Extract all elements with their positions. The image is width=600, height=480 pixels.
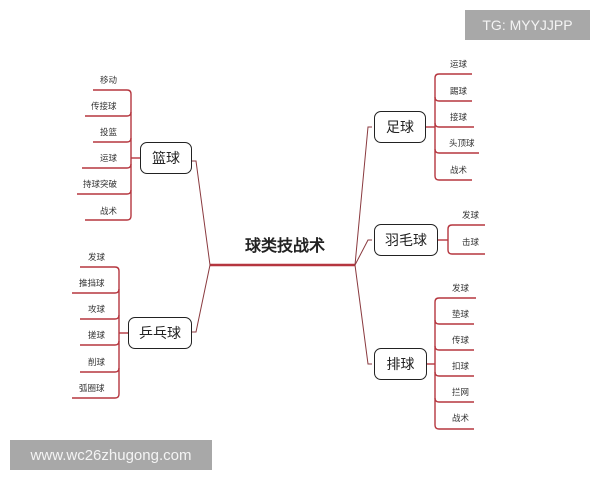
branch-football[interactable]: 足球: [374, 111, 426, 143]
leaf-volleyball-2: 垫球: [452, 310, 470, 320]
leaf-tabletennis-5: 削球: [88, 358, 106, 368]
leaf-football-1: 运球: [450, 60, 468, 70]
branch-volleyball[interactable]: 排球: [374, 348, 427, 380]
leaf-basketball-2: 传接球: [91, 102, 117, 112]
branch-basketball[interactable]: 篮球: [140, 142, 192, 174]
leaf-basketball-4: 运球: [100, 154, 118, 164]
branch-table-tennis[interactable]: 乒乓球: [128, 317, 192, 349]
leaf-basketball-5: 持球突破: [83, 180, 118, 190]
branch-badminton[interactable]: 羽毛球: [374, 224, 438, 256]
root-topic: 球类技战术: [244, 236, 325, 255]
leaf-tabletennis-6: 弧圈球: [79, 384, 105, 394]
leaf-basketball-1: 移动: [100, 76, 118, 86]
leaf-tabletennis-1: 发球: [88, 253, 106, 263]
leaf-tabletennis-4: 搓球: [88, 331, 106, 341]
leaf-badminton-2: 击球: [462, 238, 480, 248]
leaf-tabletennis-3: 攻球: [88, 305, 106, 315]
leaf-tabletennis-2: 推挡球: [79, 279, 105, 289]
leaf-badminton-1: 发球: [462, 211, 480, 221]
leaf-football-5: 战术: [450, 166, 468, 176]
leaf-volleyball-5: 拦网: [452, 388, 470, 398]
leaf-volleyball-4: 扣球: [452, 362, 470, 372]
leaf-basketball-3: 投篮: [100, 128, 118, 138]
leaf-football-4: 头顶球: [449, 139, 475, 149]
watermark-tg: TG: MYYJJPP: [465, 10, 590, 40]
leaf-football-2: 踢球: [450, 87, 468, 97]
leaf-football-3: 接球: [450, 113, 468, 123]
watermark-url: www.wc26zhugong.com: [10, 440, 212, 470]
leaf-volleyball-1: 发球: [452, 284, 470, 294]
leaf-volleyball-3: 传球: [452, 336, 470, 346]
leaf-basketball-6: 战术: [100, 207, 118, 217]
leaf-volleyball-6: 战术: [452, 414, 470, 424]
